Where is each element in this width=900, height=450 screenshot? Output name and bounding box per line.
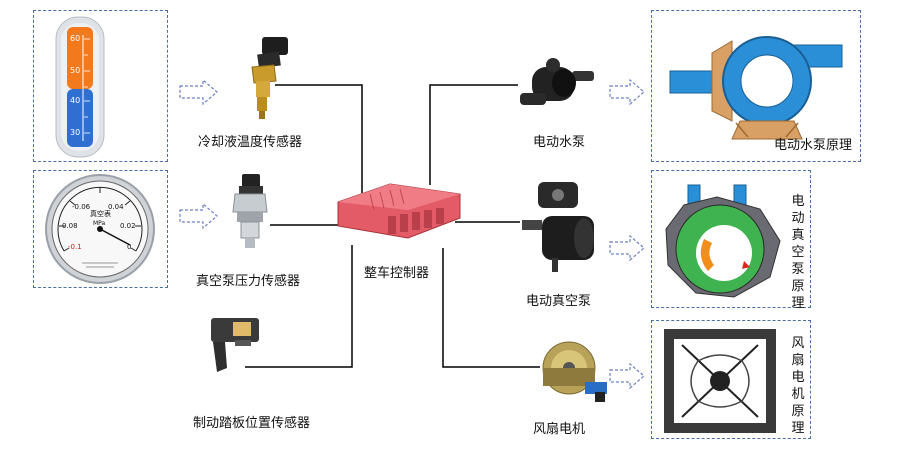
arrow-5-icon xyxy=(609,362,645,390)
water-pump-principle-icon xyxy=(669,36,843,140)
vehicle-controller-icon xyxy=(337,183,461,239)
fan-motor-label: 风扇电机 xyxy=(533,422,586,437)
thermo-tick-60: 60 xyxy=(70,34,80,43)
water-pump-principle-label: 电动水泵原理 xyxy=(773,138,852,153)
electric-water-pump-label: 电动水泵 xyxy=(533,135,586,150)
gauge-unit: MPa xyxy=(93,220,106,227)
vehicle-controller-label: 整车控制器 xyxy=(364,266,430,281)
brake-pedal-position-sensor-label: 制动踏板位置传感器 xyxy=(193,416,311,431)
thermometer-box: 60 50 40 30 xyxy=(33,10,168,162)
gauge-tick-min: -0.1 xyxy=(68,243,82,251)
line-brake-sensor xyxy=(245,245,353,368)
thermo-tick-30: 30 xyxy=(70,128,80,137)
arrow-2-icon xyxy=(179,202,218,230)
brake-pedal-position-sensor-icon xyxy=(211,318,259,372)
line-coolant-sensor xyxy=(275,84,363,193)
thermo-tick-40: 40 xyxy=(70,96,80,105)
coolant-temperature-sensor-label: 冷却液温度传感器 xyxy=(198,135,303,150)
thermometer-icon: 60 50 40 30 xyxy=(55,16,105,158)
gauge-tick-0.08: 0.08 xyxy=(62,222,78,230)
line-water-pump xyxy=(429,84,518,185)
coolant-temperature-sensor-icon xyxy=(251,37,288,119)
gauge-tick-0.02: 0.02 xyxy=(120,222,136,230)
fan-motor-principle-label: 风扇电机原理 xyxy=(791,336,805,436)
thermo-tick-50: 50 xyxy=(70,66,80,75)
gauge-title: 真空表 xyxy=(90,209,111,218)
vacuum-pump-principle-label: 电动真空泵原理 xyxy=(791,194,805,311)
electric-vacuum-pump-icon xyxy=(522,182,594,272)
fan-motor-icon xyxy=(542,341,607,402)
pressure-gauge-box: -0.06 0.04 0.08 0.02 -0.1 0 真空表 MPa xyxy=(33,170,168,288)
electric-vacuum-pump-label: 电动真空泵 xyxy=(526,294,592,309)
pressure-gauge-icon: -0.06 0.04 0.08 0.02 -0.1 0 真空表 MPa xyxy=(45,174,155,284)
arrow-1-icon xyxy=(179,78,218,106)
arrow-4-icon xyxy=(609,234,645,262)
arrow-3-icon xyxy=(609,78,645,106)
gauge-tick-0.04: 0.04 xyxy=(108,203,124,211)
gauge-tick-zero: 0 xyxy=(127,243,131,251)
vacuum-pump-principle-icon xyxy=(665,184,781,298)
gauge-tick-0.06: -0.06 xyxy=(72,203,91,211)
vacuum-pressure-sensor-icon xyxy=(232,174,268,248)
fan-motor-principle-icon xyxy=(664,329,776,433)
fan-motor-principle-box: 风扇电机原理 xyxy=(651,320,811,439)
vacuum-pressure-sensor-label: 真空泵压力传感器 xyxy=(196,274,301,289)
water-pump-principle-box: 电动水泵原理 xyxy=(651,10,861,162)
line-fan-motor xyxy=(442,248,540,368)
vacuum-pump-principle-box: 电动真空泵原理 xyxy=(651,170,811,311)
electric-water-pump-icon xyxy=(520,58,594,105)
